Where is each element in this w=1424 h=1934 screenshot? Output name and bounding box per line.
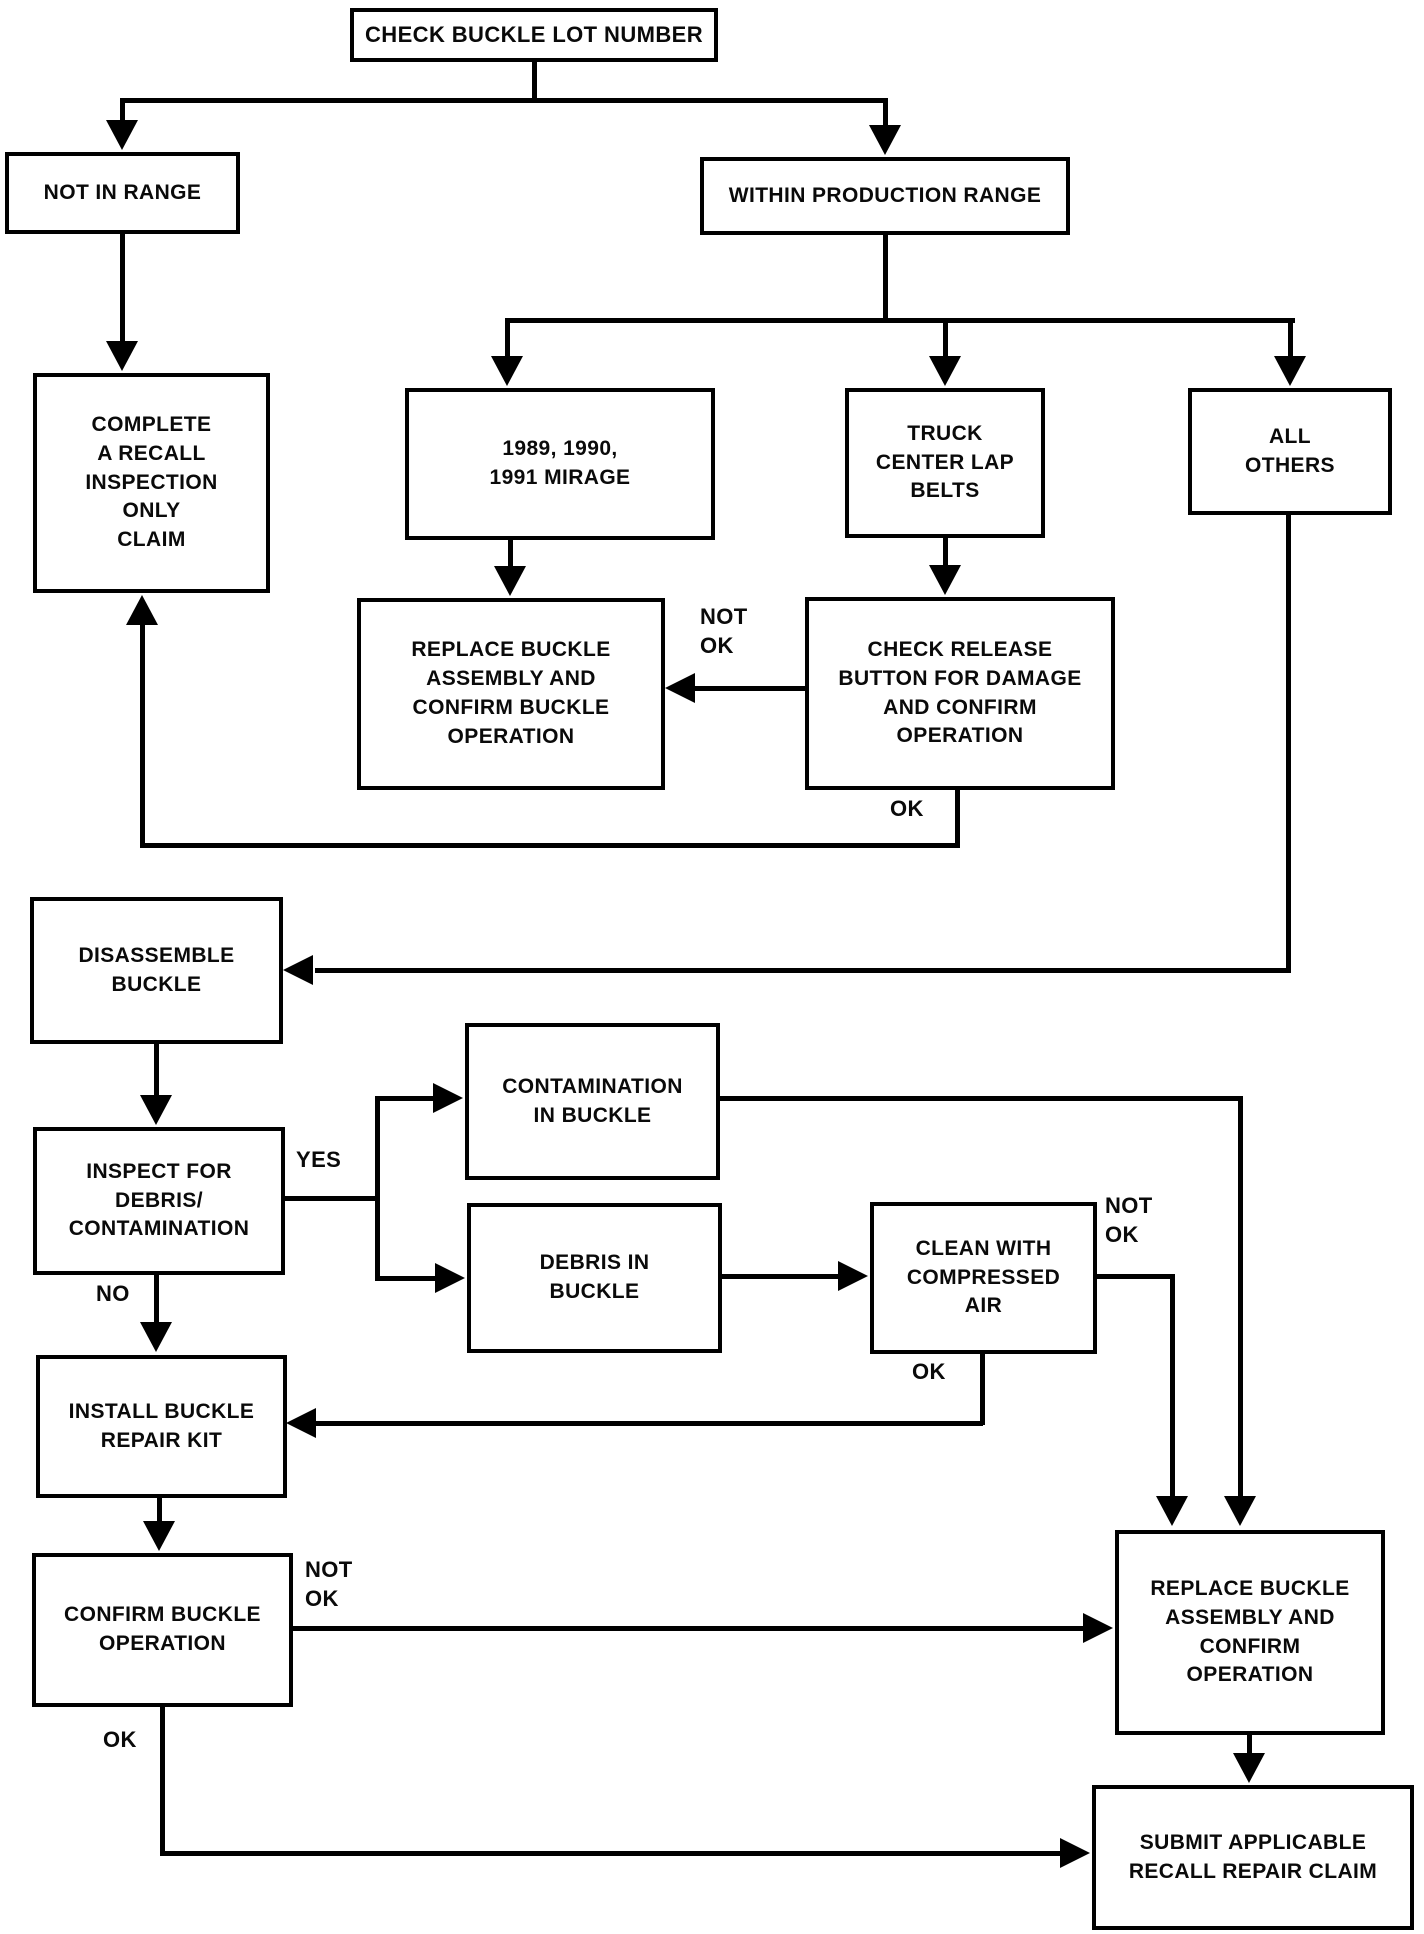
node-complete-recall-inspection-claim: COMPLETE A RECALL INSPECTION ONLY CLAIM <box>33 373 270 593</box>
edge-clean-notok-drop <box>1170 1274 1175 1496</box>
edge-to-all-others <box>1288 318 1293 358</box>
arrowhead-notok-into-replace-top <box>665 673 695 703</box>
arrowhead-into-check-release <box>929 565 961 595</box>
edge-ok-rise-to-complete <box>140 625 145 845</box>
edge-checkrelease-notok <box>695 686 805 691</box>
edge-notinrange-to-complete <box>120 234 125 343</box>
edge-debris-to-clean <box>722 1274 838 1279</box>
edge-lot-drop <box>532 62 537 102</box>
edge-yes-to-debris <box>375 1276 435 1281</box>
edge-mid-branch <box>505 318 1295 323</box>
arrowhead-ok-into-submit <box>1060 1838 1090 1868</box>
edge-allothers-drop <box>1286 515 1291 971</box>
edge-clean-notok <box>1097 1274 1175 1279</box>
node-debris-in-buckle: DEBRIS IN BUCKLE <box>467 1203 722 1353</box>
edge-top-branch <box>122 98 887 103</box>
label-check-release-not-ok: NOT OK <box>700 604 748 658</box>
arrowhead-into-disassemble <box>283 955 313 985</box>
arrowhead-into-contamination <box>433 1083 463 1113</box>
arrowhead-clean-notok-into-replace <box>1156 1496 1188 1526</box>
node-replace-buckle-confirm-buckle-operation: REPLACE BUCKLE ASSEMBLY AND CONFIRM BUCK… <box>357 598 665 790</box>
label-clean-ok: OK <box>912 1359 946 1384</box>
edge-contamination-out <box>720 1096 1243 1101</box>
edge-checkrelease-ok-return <box>140 843 960 848</box>
edge-inspect-no <box>154 1275 159 1323</box>
arrowhead-into-mirage <box>491 356 523 386</box>
node-submit-recall-repair-claim: SUBMIT APPLICABLE RECALL REPAIR CLAIM <box>1092 1785 1414 1930</box>
edge-mirage-to-replace <box>508 540 513 568</box>
node-install-buckle-repair-kit: INSTALL BUCKLE REPAIR KIT <box>36 1355 287 1498</box>
arrowhead-into-submit <box>1233 1753 1265 1783</box>
edge-yes-split <box>375 1096 380 1281</box>
edge-to-not-in-range <box>120 98 125 122</box>
node-check-buckle-lot-number: CHECK BUCKLE LOT NUMBER <box>350 8 718 62</box>
edge-to-within-range <box>883 98 888 127</box>
edge-inspect-yes <box>285 1196 380 1201</box>
arrowhead-into-confirm <box>143 1521 175 1551</box>
node-within-production-range: WITHIN PRODUCTION RANGE <box>700 157 1070 235</box>
edge-clean-ok-drop <box>980 1354 985 1425</box>
arrowhead-into-clean <box>838 1261 868 1291</box>
node-inspect-debris-contamination: INSPECT FOR DEBRIS/ CONTAMINATION <box>33 1127 285 1275</box>
node-truck-center-lap-belts: TRUCK CENTER LAP BELTS <box>845 388 1045 538</box>
edge-clean-ok-return <box>315 1421 983 1426</box>
arrowhead-contamination-into-replace <box>1224 1496 1256 1526</box>
arrowhead-into-debris <box>435 1263 465 1293</box>
arrowhead-ok-into-complete-claim <box>126 595 158 625</box>
label-confirm-not-ok: NOT OK <box>305 1557 353 1611</box>
edge-install-to-confirm <box>157 1498 162 1522</box>
edge-confirm-notok <box>293 1626 1083 1631</box>
arrowhead-no-into-install <box>140 1322 172 1352</box>
node-clean-compressed-air: CLEAN WITH COMPRESSED AIR <box>870 1202 1097 1354</box>
label-confirm-ok: OK <box>103 1727 137 1752</box>
label-check-release-ok: OK <box>890 796 924 821</box>
edge-allothers-return <box>315 968 1291 973</box>
node-disassemble-buckle: DISASSEMBLE BUCKLE <box>30 897 283 1044</box>
node-not-in-range: NOT IN RANGE <box>5 152 240 234</box>
node-confirm-buckle-operation: CONFIRM BUCKLE OPERATION <box>32 1553 293 1707</box>
node-check-release-button: CHECK RELEASE BUTTON FOR DAMAGE AND CONF… <box>805 597 1115 790</box>
arrowhead-ok-into-install <box>286 1408 316 1438</box>
arrowhead-into-inspect <box>140 1095 172 1125</box>
edge-confirm-ok-drop <box>160 1707 165 1855</box>
edge-to-truck <box>943 318 948 358</box>
arrowhead-notok-into-replace-bottom <box>1083 1613 1113 1643</box>
edge-replace-to-submit <box>1247 1735 1252 1755</box>
node-mirage-1989-1991: 1989, 1990, 1991 MIRAGE <box>405 388 715 540</box>
arrowhead-into-all-others <box>1274 356 1306 386</box>
edge-to-mirage <box>505 318 510 358</box>
arrowhead-into-replace-top <box>494 566 526 596</box>
edge-disassemble-to-inspect <box>154 1044 159 1096</box>
arrowhead-into-complete-claim <box>106 341 138 371</box>
edge-checkrelease-ok-drop <box>955 790 960 845</box>
arrowhead-into-within-range <box>869 125 901 155</box>
edge-yes-to-contamination <box>375 1096 433 1101</box>
label-inspect-yes: YES <box>296 1147 342 1172</box>
node-all-others: ALL OTHERS <box>1188 388 1392 515</box>
node-replace-buckle-confirm-operation: REPLACE BUCKLE ASSEMBLY AND CONFIRM OPER… <box>1115 1530 1385 1735</box>
label-clean-not-ok: NOT OK <box>1105 1193 1153 1247</box>
arrowhead-into-truck <box>929 356 961 386</box>
edge-contamination-drop <box>1238 1096 1243 1496</box>
edge-within-drop <box>883 235 888 322</box>
node-contamination-in-buckle: CONTAMINATION IN BUCKLE <box>465 1023 720 1180</box>
edge-truck-to-checkrelease <box>943 538 948 567</box>
arrowhead-into-not-in-range <box>106 120 138 150</box>
edge-confirm-ok-run <box>160 1851 1060 1856</box>
label-inspect-no: NO <box>96 1281 130 1306</box>
